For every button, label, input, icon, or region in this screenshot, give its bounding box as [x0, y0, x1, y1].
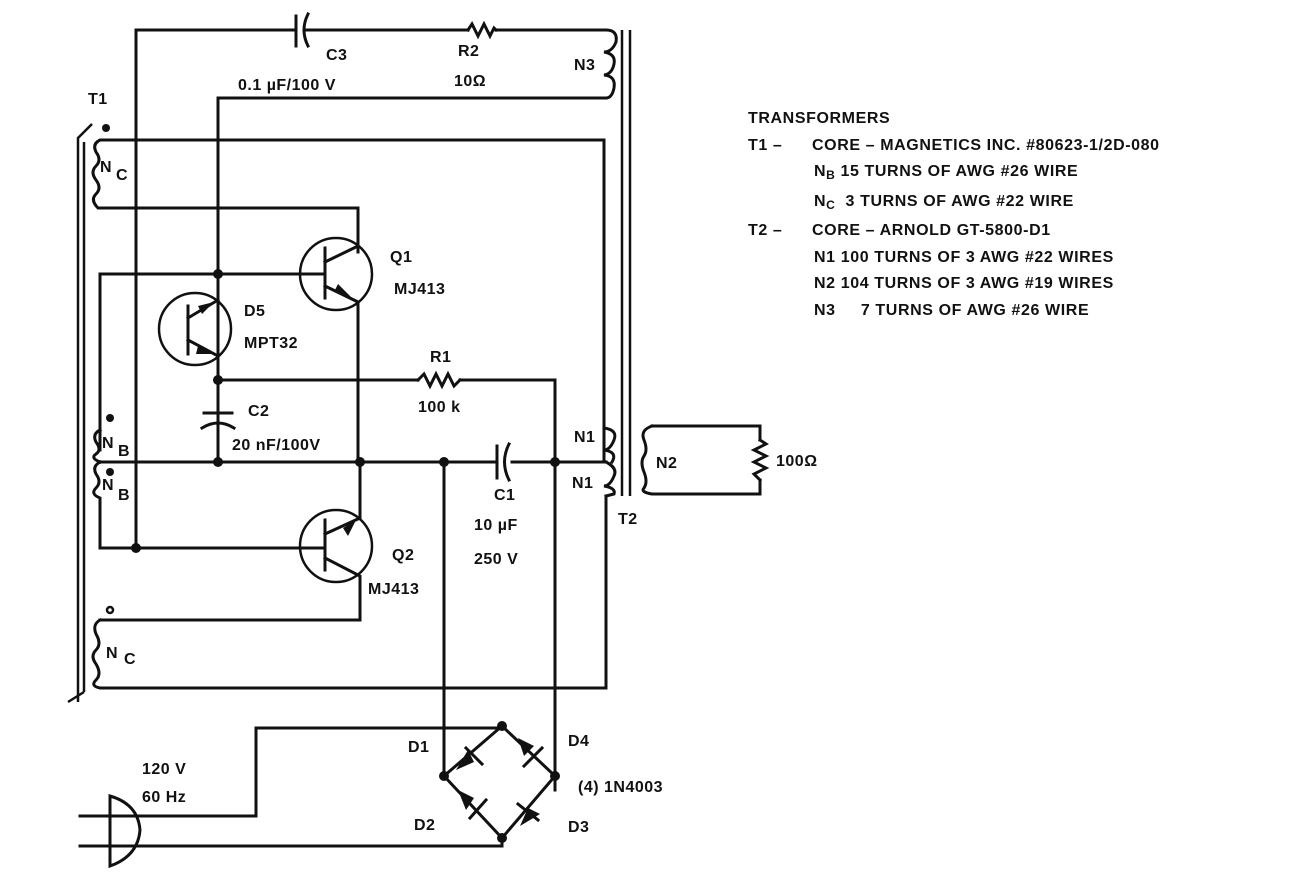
t2-core [620, 30, 632, 496]
n3-label: N3 [574, 57, 595, 74]
transformer-legend: TRANSFORMERS T1 – CORE – MAGNETICS INC. #… [748, 106, 1160, 324]
c2-name: C2 [248, 403, 269, 420]
bridge-part: (4) 1N4003 [578, 779, 663, 796]
t1-nc-upper-label: N C [100, 159, 128, 184]
t1-nc-lower-label: N C [106, 645, 136, 668]
center-rail-wires [98, 460, 608, 792]
t1-nc-lower-winding [91, 494, 608, 690]
d4-label: D4 [568, 733, 589, 750]
r2-value: 10Ω [454, 73, 486, 90]
legend-t2-core: T2 – CORE – ARNOLD GT-5800-D1 [748, 218, 1160, 245]
bridge-rectifier [439, 721, 560, 843]
q2-name: Q2 [392, 547, 414, 564]
base-drive-wires [98, 272, 557, 462]
r1-value: 100 k [418, 399, 461, 416]
d5-name: D5 [244, 303, 265, 320]
t1-core [67, 123, 93, 704]
t1-nb-windings [92, 414, 304, 550]
r1-resistor [415, 370, 463, 390]
svg-text:N: N [106, 645, 118, 662]
legend-t1-core-text: CORE – MAGNETICS INC. #80623-1/2D-080 [812, 136, 1160, 154]
svg-text:B: B [118, 443, 130, 460]
legend-title: TRANSFORMERS [748, 110, 891, 127]
n3-winding [603, 28, 618, 100]
legend-t1-nc-text: 3 TURNS OF AWG #22 WIRE [845, 192, 1074, 210]
legend-t1-nb-text: 15 TURNS OF AWG #26 WIRE [840, 163, 1079, 180]
supply-frequency: 60 Hz [142, 789, 186, 806]
legend-t2-core-text: CORE – ARNOLD GT-5800-D1 [812, 222, 1051, 239]
c1-capacitor [495, 441, 512, 483]
legend-t2-id: T2 – [748, 222, 783, 239]
svg-text:N: N [100, 159, 112, 176]
q2-transistor [98, 460, 374, 622]
c3-capacitor [294, 11, 311, 49]
legend-t2-n1: N1 100 TURNS OF 3 AWG #22 WIRES [814, 248, 1114, 266]
ac-input-wires [78, 726, 504, 848]
svg-text:C: C [124, 651, 136, 668]
d5-part: MPT32 [244, 335, 298, 352]
q1-part: MJ413 [394, 281, 445, 298]
q1-name: Q1 [390, 249, 412, 266]
t1-nb-upper-label: N B [102, 435, 130, 460]
d1-label: D1 [408, 739, 429, 756]
c1-voltage: 250 V [474, 551, 518, 568]
t1-label: T1 [88, 91, 108, 108]
ac-plug-icon [108, 794, 142, 869]
feedback-loop-wires [134, 28, 608, 552]
svg-text:C: C [116, 167, 128, 184]
svg-text:B: B [118, 487, 130, 504]
r2-resistor [465, 20, 499, 40]
legend-t1-core: T1 – CORE – MAGNETICS INC. #80623-1/2D-08… [748, 133, 1160, 160]
supply-voltage: 120 V [142, 761, 186, 778]
d5-device [157, 291, 233, 367]
r2-name: R2 [458, 43, 479, 60]
c2-capacitor [199, 411, 237, 431]
legend-t1-id: T1 – [748, 136, 783, 154]
n1-bottom-label: N1 [572, 475, 593, 492]
t1-nb-lower-label: N B [102, 477, 130, 504]
t2-n2-winding-and-load [640, 424, 770, 496]
d3-label: D3 [568, 819, 589, 836]
d2-label: D2 [414, 817, 435, 834]
load-value: 100Ω [776, 453, 818, 470]
c3-name: C3 [326, 47, 347, 64]
q1-transistor [298, 206, 374, 462]
legend-t2-n2: N2 104 TURNS OF 3 AWG #19 WIRES [814, 275, 1114, 292]
junction-dots [131, 269, 560, 553]
svg-text:N: N [102, 435, 114, 452]
legend-t2-n3: N3 7 TURNS OF AWG #26 WIRE [814, 301, 1090, 319]
n1-top-label: N1 [574, 429, 595, 446]
c1-value: 10 µF [474, 517, 518, 534]
c3-value: 0.1 µF/100 V [238, 77, 336, 94]
q2-part: MJ413 [368, 581, 419, 598]
c1-name: C1 [494, 487, 515, 504]
legend-t1-nc: NC 3 TURNS OF AWG #22 WIRE [814, 192, 1074, 212]
t2-label: T2 [618, 511, 638, 528]
svg-text:N: N [102, 477, 114, 494]
t1-nc-upper-winding [91, 124, 606, 462]
r1-name: R1 [430, 349, 451, 366]
c2-value: 20 nF/100V [232, 437, 321, 454]
t2-n1-windings [602, 426, 617, 498]
legend-t1-nb: NB 15 TURNS OF AWG #26 WIRE [814, 163, 1079, 182]
n2-label: N2 [656, 455, 677, 472]
